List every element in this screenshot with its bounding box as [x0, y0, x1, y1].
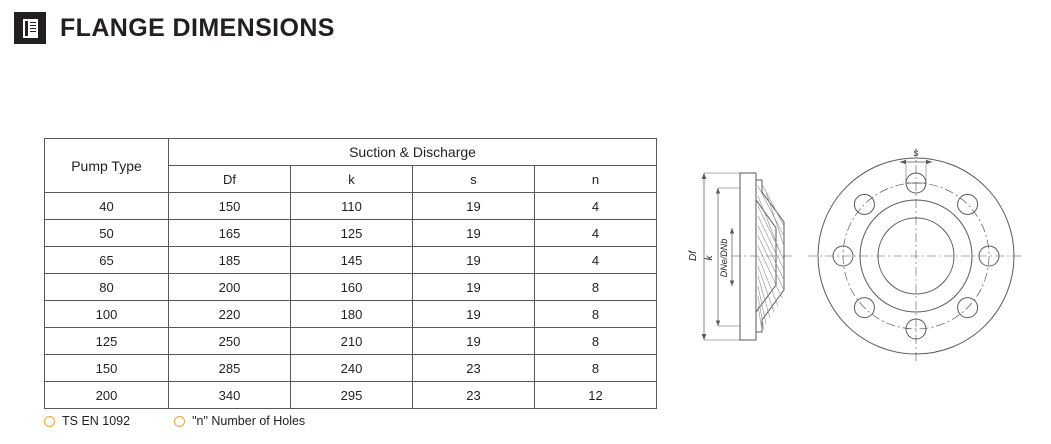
table-row: 50 165 125 19 4: [44, 219, 658, 247]
cell-k: 295: [290, 381, 413, 409]
cell-k: 145: [290, 246, 413, 274]
cell-n: 4: [533, 246, 658, 274]
footnote-label: "n" Number of Holes: [192, 414, 306, 428]
cell-s: 19: [412, 246, 535, 274]
cell-pump-type: 100: [44, 300, 169, 328]
flange-technical-drawing: Df k DNe/DNb s: [688, 140, 1028, 380]
cell-pump-type: 150: [44, 354, 169, 382]
flange-front-view: [808, 148, 1024, 364]
column-header-k: k: [290, 165, 413, 193]
cell-df: 220: [168, 300, 291, 328]
circle-marker-icon: [44, 415, 55, 427]
cell-k: 125: [290, 219, 413, 247]
footnote-label: TS EN 1092: [62, 414, 131, 428]
cell-k: 210: [290, 327, 413, 355]
cell-pump-type: 65: [44, 246, 169, 274]
cell-n: 4: [533, 219, 658, 247]
table-row: 200 340 295 23 12: [44, 381, 658, 409]
table-row: 80 200 160 19 8: [44, 273, 658, 301]
cell-df: 185: [168, 246, 291, 274]
footnotes: TS EN 1092 "n" Number of Holes: [44, 414, 305, 428]
drawing-label-df: Df: [688, 250, 699, 261]
cell-k: 240: [290, 354, 413, 382]
cell-s: 19: [412, 327, 535, 355]
page-header: FLANGE DIMENSIONS: [14, 12, 335, 44]
table-row: 65 185 145 19 4: [44, 246, 658, 274]
flange-section-view: [701, 172, 792, 341]
flange-drawing-svg: Df k DNe/DNb s: [688, 148, 1024, 364]
table-row: 150 285 240 23 8: [44, 354, 658, 382]
cell-k: 180: [290, 300, 413, 328]
cell-n: 12: [533, 381, 658, 409]
cell-n: 8: [533, 300, 658, 328]
cell-df: 200: [168, 273, 291, 301]
flange-dimensions-table-wrap: Pump Type Suction & Discharge Df k s n 4…: [44, 138, 658, 409]
cell-df: 340: [168, 381, 291, 409]
table-row: 100 220 180 19 8: [44, 300, 658, 328]
cell-pump-type: 200: [44, 381, 169, 409]
table-row: 40 150 110 19 4: [44, 192, 658, 220]
column-header-pump-type: Pump Type: [44, 138, 169, 193]
footnote-standard: TS EN 1092: [44, 414, 130, 428]
cell-pump-type: 125: [44, 327, 169, 355]
cell-s: 19: [412, 273, 535, 301]
cell-s: 19: [412, 300, 535, 328]
cell-s: 23: [412, 354, 535, 382]
table-row: 125 250 210 19 8: [44, 327, 658, 355]
drawing-label-dne-dnb: DNe/DNb: [719, 239, 729, 278]
cell-s: 19: [412, 219, 535, 247]
flange-dimensions-table: Pump Type Suction & Discharge Df k s n 4…: [44, 138, 658, 409]
cell-pump-type: 40: [44, 192, 169, 220]
cell-n: 8: [533, 273, 658, 301]
column-header-df: Df: [168, 165, 291, 193]
column-header-s: s: [412, 165, 535, 193]
cell-s: 19: [412, 192, 535, 220]
drawing-label-k: k: [704, 255, 715, 261]
circle-marker-icon: [174, 415, 186, 427]
cell-k: 160: [290, 273, 413, 301]
page-title: FLANGE DIMENSIONS: [60, 13, 335, 42]
footnote-holes: "n" Number of Holes: [174, 414, 305, 428]
cell-pump-type: 50: [44, 219, 169, 247]
cell-df: 150: [168, 192, 291, 220]
cell-df: 285: [168, 354, 291, 382]
document-icon: [14, 12, 46, 44]
column-group-header-suction-discharge: Suction & Discharge: [167, 138, 658, 166]
cell-s: 23: [412, 381, 535, 409]
cell-n: 8: [533, 327, 658, 355]
cell-df: 165: [168, 219, 291, 247]
cell-n: 4: [533, 192, 658, 220]
drawing-label-s: s: [914, 148, 919, 159]
column-header-n: n: [533, 165, 658, 193]
cell-n: 8: [533, 354, 658, 382]
cell-df: 250: [168, 327, 291, 355]
cell-k: 110: [290, 192, 413, 220]
cell-pump-type: 80: [44, 273, 169, 301]
